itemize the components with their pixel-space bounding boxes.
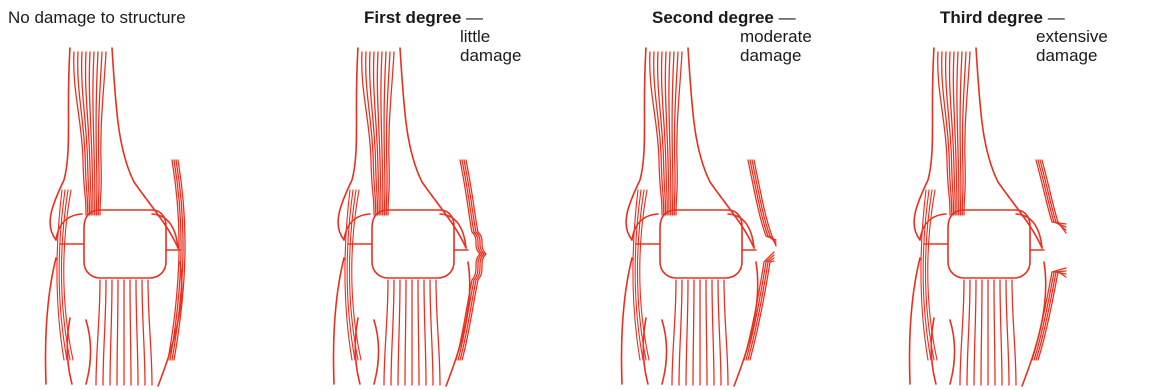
knee-ligament-illustration [576, 0, 864, 390]
femur-right-contour [688, 48, 754, 248]
tendon-strand [724, 280, 728, 385]
tibia-left-contour [621, 258, 632, 384]
tendon-strand [436, 280, 440, 385]
tendon-strand [117, 280, 118, 385]
tendon-strand [136, 280, 138, 385]
tendon-strand [1012, 280, 1016, 385]
tendon-strand [96, 52, 98, 215]
lateral-ligament-strand [168, 160, 179, 360]
femur-right-contour [112, 48, 178, 248]
tendon-strand [398, 280, 400, 385]
tibia-right-contour [1022, 262, 1046, 386]
tendon-strand [1006, 280, 1009, 385]
knee-ligament-illustration [0, 0, 288, 390]
tendon-strand [130, 280, 131, 385]
tendon-strand [706, 280, 707, 385]
tendon-strand [103, 280, 106, 385]
fibula-contour [662, 320, 667, 384]
tendon-strand [960, 52, 962, 215]
tendon-strand [142, 280, 145, 385]
patella-block [372, 210, 454, 278]
panel-no-damage: No damage to structure [0, 0, 288, 390]
tibia-left-contour [333, 258, 344, 384]
tendon-strand [424, 280, 426, 385]
tendon-strand [679, 280, 682, 385]
tendon-strand [384, 280, 388, 385]
lateral-ligament-lower [1032, 268, 1066, 360]
tendon-strand [686, 280, 688, 385]
tendon-strand [967, 280, 970, 385]
panel-first-degree: First degree — littledamage [288, 0, 576, 390]
fibula-contour [374, 320, 379, 384]
tendon-strand [418, 280, 419, 385]
patella-block [660, 210, 742, 278]
tendon-strand [981, 280, 982, 385]
patella-block [948, 210, 1030, 278]
tendon-strand [148, 280, 152, 385]
fibula-contour [950, 320, 955, 384]
tendon-strand [96, 280, 100, 385]
tendon-strand [405, 280, 406, 385]
tendon-strand [712, 280, 714, 385]
patella-block [84, 210, 166, 278]
tendon-strand [384, 52, 386, 215]
tendon-strand [693, 280, 694, 385]
tendon-strand [110, 280, 112, 385]
knee-ligament-illustration [288, 0, 576, 390]
femur-right-contour [400, 48, 466, 248]
tendon-strand [391, 280, 394, 385]
lateral-ligament-lower [748, 258, 774, 360]
tendon-strand [672, 52, 674, 215]
tendon-strand [430, 280, 433, 385]
tibia-left-contour [909, 258, 920, 384]
femur-right-contour [976, 48, 1042, 248]
tendon-strand [960, 280, 964, 385]
knee-ligament-illustration [864, 0, 1152, 390]
tibia-left-contour [45, 258, 56, 384]
fibula-contour [86, 320, 91, 384]
tendon-strand [718, 280, 721, 385]
tendon-strand [994, 280, 995, 385]
tendon-strand [974, 280, 976, 385]
tendon-strand [672, 280, 676, 385]
tendon-strand [1000, 280, 1002, 385]
